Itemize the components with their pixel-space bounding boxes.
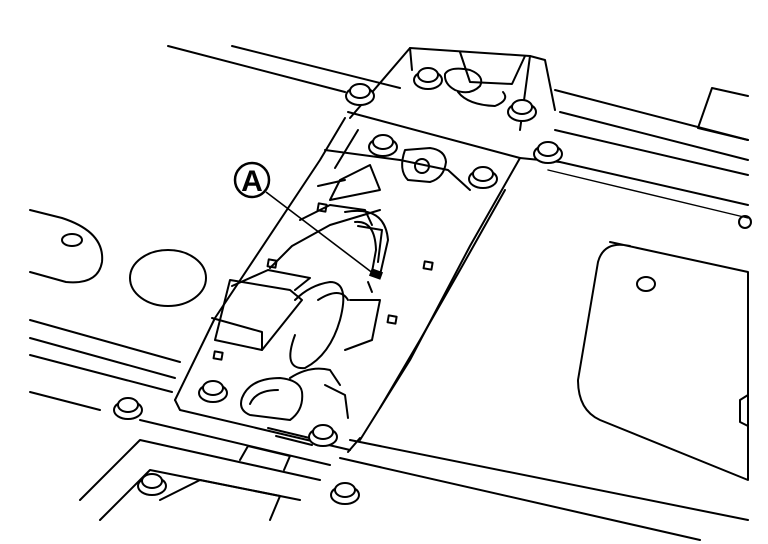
bolt xyxy=(198,380,228,403)
bolt xyxy=(308,424,338,447)
bolt xyxy=(137,473,167,496)
bolt xyxy=(507,99,537,122)
lower-cross-rail xyxy=(29,319,749,541)
callout-label: A xyxy=(241,165,263,198)
connector xyxy=(357,225,384,293)
bolt xyxy=(330,482,360,505)
bolt xyxy=(345,83,375,106)
callout-leader-line xyxy=(265,191,375,275)
upper-cross-rail xyxy=(167,45,752,229)
callout-a: A xyxy=(233,161,375,275)
bolt xyxy=(113,397,143,420)
floor-panel-left xyxy=(29,209,207,307)
square-holes xyxy=(212,202,434,361)
bolt xyxy=(368,134,398,157)
bolt xyxy=(468,166,498,189)
slide-mechanism xyxy=(211,67,507,446)
floor-panel-right xyxy=(577,87,749,481)
bolt xyxy=(413,67,443,90)
callout-circle xyxy=(233,161,271,199)
longitudinal-rail-housing xyxy=(174,47,556,453)
bolts xyxy=(113,67,563,505)
bolt xyxy=(533,141,563,164)
